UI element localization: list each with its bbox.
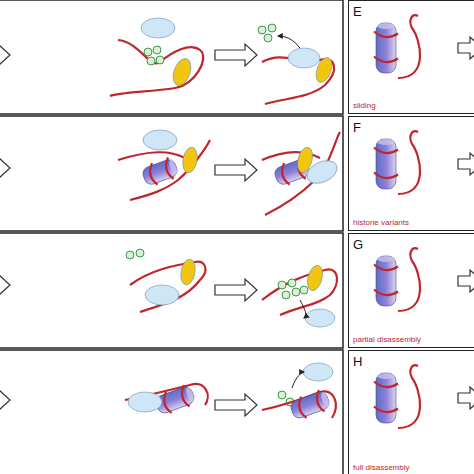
histone [278,391,286,399]
release-arrow [278,36,300,48]
histone [268,24,276,32]
histone [156,56,164,64]
release-arrow [292,372,304,388]
process-arrow [458,270,474,292]
nucleosome [374,373,398,423]
protein [143,130,177,150]
process-arrow [215,279,257,301]
process-arrow [458,153,474,175]
process-arrow [0,44,10,66]
histone [278,281,286,289]
histone [144,48,152,56]
protein [305,309,335,327]
histone [147,57,155,65]
protein [303,363,333,381]
process-arrow [0,274,10,296]
dna-strand [398,131,420,194]
histone [126,251,134,259]
nucleosome [374,139,398,189]
protein [179,258,197,286]
dna-strand [398,15,420,78]
dna-strand [262,269,337,315]
histone [258,26,266,34]
dna-strand [398,365,420,428]
nucleosome [140,156,179,188]
histone [282,291,290,299]
panel-box: Esliding [348,0,474,114]
panel-frame [0,233,343,348]
panel-box: Hfull disassembly [348,350,474,474]
dna-strand [398,248,420,311]
panel-caption: partial disassembly [353,335,421,344]
protein [170,56,195,88]
protein [305,264,325,293]
protein [181,146,199,174]
histone [288,279,296,287]
process-arrow [215,44,257,66]
panel-letter: F [353,120,361,135]
panel-box: Gpartial disassembly [348,233,474,348]
protein [128,392,162,412]
panel-caption: full disassembly [353,463,409,472]
protein [141,18,175,38]
panel-frame [0,350,343,474]
nucleosome [374,256,398,306]
process-arrow [458,387,474,409]
histone [300,286,308,294]
dna-strand [118,140,210,200]
process-arrow [0,157,10,179]
process-arrow [215,159,257,181]
process-arrow [215,394,257,416]
histone [153,46,161,54]
dna-strand [262,132,340,215]
panel-frame [0,116,343,231]
protein [145,285,179,305]
process-arrow [0,389,10,411]
panel-frame [0,0,343,114]
nucleosome [288,388,331,422]
protein [313,55,335,84]
panel-letter: G [353,237,363,252]
panel-caption: histone variants [353,218,409,227]
protein [288,48,320,68]
panel-caption: sliding [353,101,376,110]
process-arrow [458,37,474,59]
panel-box: Fhistone variants [348,116,474,231]
histone [136,249,144,257]
nucleosome [374,23,398,73]
release-arrow [300,300,306,318]
panel-letter: E [353,4,362,19]
histone [264,34,272,42]
histone [292,288,300,296]
panel-letter: H [353,354,362,369]
protein [303,156,340,188]
dna-strand [110,40,203,96]
